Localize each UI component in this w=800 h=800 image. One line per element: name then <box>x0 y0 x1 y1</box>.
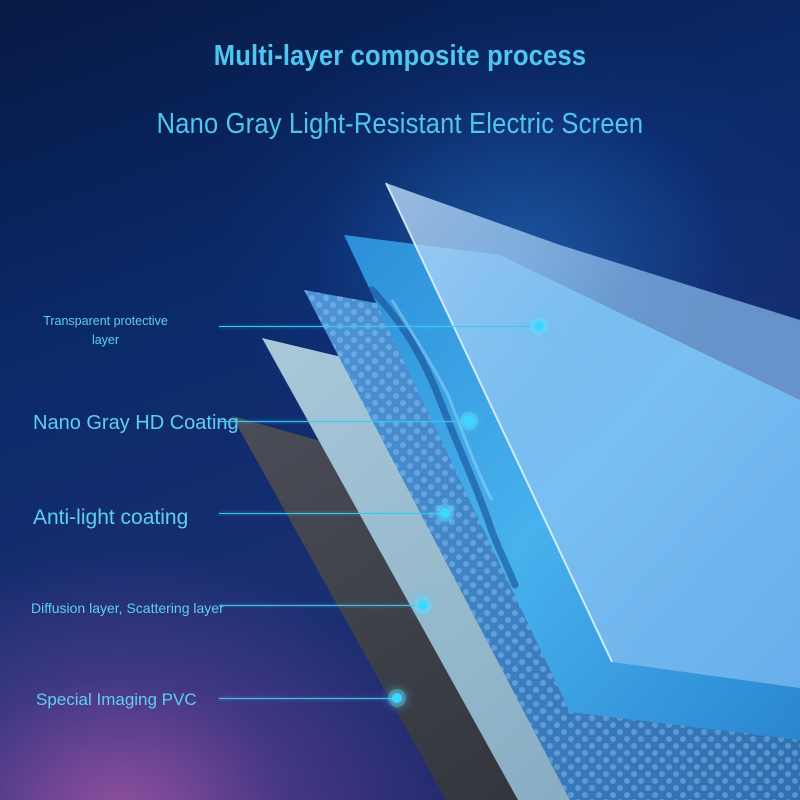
callout-pvc-line <box>219 698 393 699</box>
nano-texture-2 <box>390 299 494 501</box>
callout-transparent-protective-label: Transparent protective layer <box>18 312 193 350</box>
page-subtitle: Nano Gray Light-Resistant Electric Scree… <box>156 108 644 140</box>
callout-pvc-dot <box>392 693 402 703</box>
callout-diffusion-line <box>219 605 419 606</box>
callout-anti-light-line <box>219 513 441 514</box>
callout-diffusion-label: Diffusion layer, Scattering layer <box>31 600 224 616</box>
callout-line2: layer <box>91 333 120 347</box>
callout-pvc-label: Special Imaging PVC <box>36 690 197 709</box>
nano-texture <box>368 286 519 589</box>
callout-anti-light-label: Anti-light coating <box>33 506 189 529</box>
layer-transparent-protective <box>386 183 800 688</box>
callout-anti-light-dot <box>440 508 450 518</box>
page-title: Multi-layer composite process <box>213 40 587 72</box>
callout-nano-gray-label: Nano Gray HD Coating <box>33 412 239 434</box>
callout-line1: Transparent protective <box>43 314 168 328</box>
protective-edge <box>385 182 613 663</box>
callout-transparent-protective-line <box>219 326 535 327</box>
callout-diffusion-dot <box>418 600 428 610</box>
callout-nano-gray-dot <box>464 416 474 426</box>
callout-transparent-protective-dot <box>534 321 544 331</box>
callout-nano-gray-line <box>219 421 465 422</box>
